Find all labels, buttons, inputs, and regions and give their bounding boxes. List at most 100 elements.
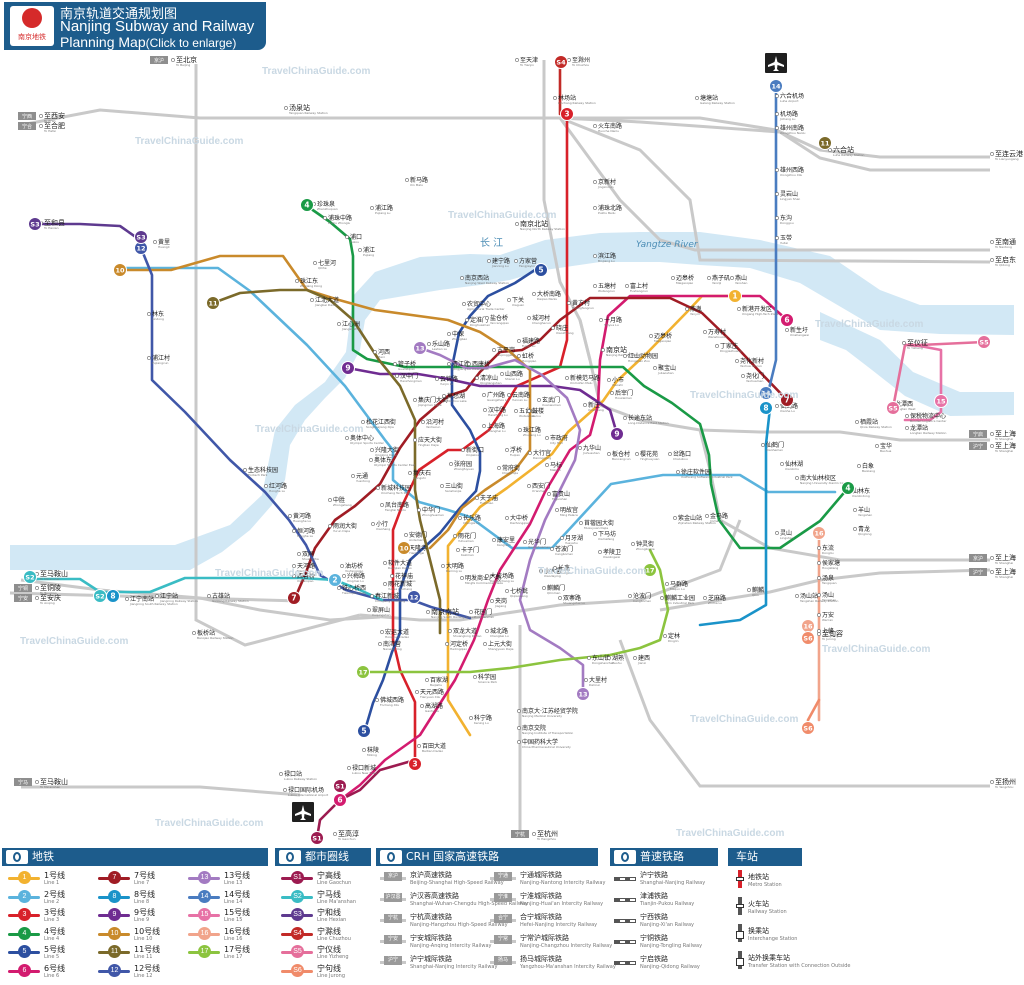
line-badge[interactable]: 16	[801, 619, 815, 633]
station[interactable]: 宁安至安庆To Anqing	[14, 593, 61, 605]
metro-line-l10[interactable]	[118, 254, 532, 550]
metro-line-s5[interactable]	[891, 340, 986, 410]
line-badge[interactable]: 8	[106, 589, 120, 603]
line-badge[interactable]: 12	[407, 590, 421, 604]
station[interactable]: 京沪至北京To Beijing	[150, 55, 197, 67]
line-badge[interactable]: 11	[818, 136, 832, 150]
line-badge[interactable]: S1	[333, 779, 347, 793]
line-badge[interactable]: 5	[534, 263, 548, 277]
station[interactable]: 京沪至上海To Shanghai	[969, 553, 1016, 565]
line-badge[interactable]: 4	[841, 481, 855, 495]
click-to-enlarge-link[interactable]: (Click to enlarge)	[145, 36, 237, 50]
line-badge[interactable]: 13	[413, 341, 427, 355]
line-badge[interactable]: S3	[134, 230, 148, 244]
metro-line-l12[interactable]	[139, 246, 472, 620]
line-badge[interactable]: 6	[780, 313, 794, 327]
line-badge[interactable]: 9	[341, 361, 355, 375]
metro-line-l13[interactable]	[418, 346, 585, 692]
line-badge[interactable]: S3	[28, 217, 42, 231]
line-badge[interactable]: 9	[610, 427, 624, 441]
line-badge[interactable]: 13	[576, 687, 590, 701]
metro-line-l8[interactable]	[698, 406, 772, 627]
title-english-2[interactable]: Planning Map(Click to enlarge)	[60, 34, 236, 50]
metro-line-l11[interactable]	[211, 288, 442, 635]
line-badge[interactable]: 14	[769, 79, 783, 93]
station[interactable]: 宁西至西安To Xi'an	[18, 111, 65, 123]
